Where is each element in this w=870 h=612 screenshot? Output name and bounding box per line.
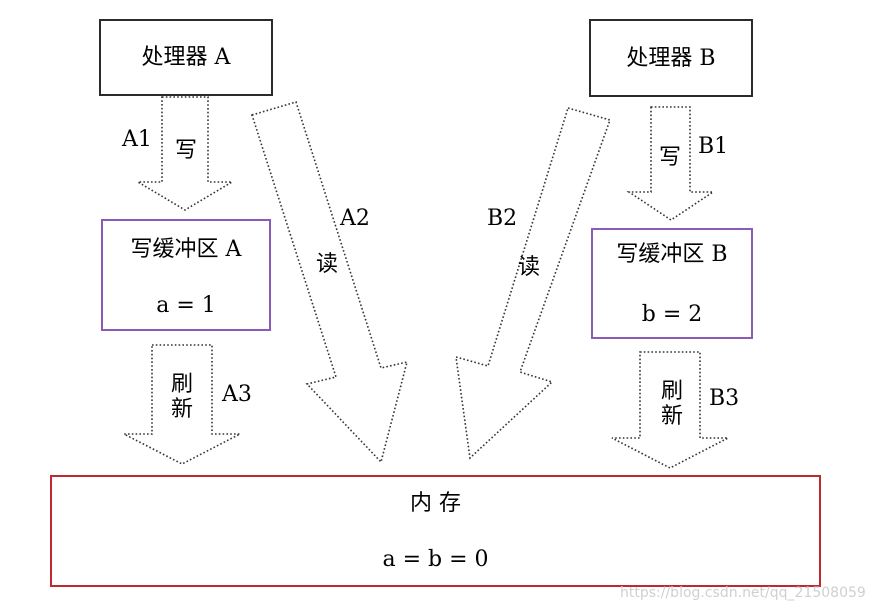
write-buffer-a-title: 写缓冲区 A (130, 237, 242, 262)
arrow-b3-action-line2: 新 (660, 404, 683, 430)
arrow-a2-read (250, 101, 409, 464)
arrow-b2-id: B2 (487, 206, 518, 231)
arrow-b3-action-line1: 刷 (660, 379, 683, 404)
processor-a-box: 处理器 A (99, 19, 273, 96)
arrow-a3-flush (123, 344, 241, 465)
main-memory-title: 内 存 (410, 491, 461, 516)
watermark-text: https://blog.csdn.net/qq_21508059 (620, 585, 866, 601)
main-memory-box: 内 存 a = b = 0 (50, 475, 821, 587)
write-buffer-b-box: 写缓冲区 B b = 2 (591, 228, 753, 339)
write-buffer-b-title: 写缓冲区 B (616, 242, 728, 267)
arrow-a1-write (135, 96, 235, 211)
arrow-a3-action-line2: 新 (170, 397, 193, 423)
processor-b-box: 处理器 B (589, 19, 753, 97)
arrow-b1-id: B1 (698, 134, 729, 159)
processor-a-label: 处理器 A (141, 45, 231, 70)
arrow-a1-id: A1 (122, 127, 152, 152)
write-buffer-b-value: b = 2 (641, 302, 703, 327)
write-buffer-a-box: 写缓冲区 A a = 1 (101, 219, 271, 331)
arrow-b3-id: B3 (709, 386, 740, 411)
arrow-a3-action: 刷 新 (167, 372, 197, 423)
processor-b-label: 处理器 B (626, 46, 716, 71)
arrow-b3-flush (611, 351, 729, 469)
arrow-a1-action: 写 (175, 138, 198, 163)
write-buffer-a-value: a = 1 (156, 293, 216, 318)
arrow-b2-read (455, 107, 612, 460)
main-memory-value: a = b = 0 (382, 547, 489, 572)
arrow-b1-write (626, 106, 716, 221)
arrow-b1-action: 写 (659, 145, 682, 170)
arrow-b3-action: 刷 新 (657, 379, 687, 430)
arrow-a3-action-line1: 刷 (170, 372, 193, 397)
arrow-a2-id: A2 (340, 206, 370, 231)
arrow-a3-id: A3 (222, 382, 252, 407)
arrow-b2-action: 读 (518, 255, 541, 280)
arrow-a2-action: 读 (316, 252, 339, 277)
